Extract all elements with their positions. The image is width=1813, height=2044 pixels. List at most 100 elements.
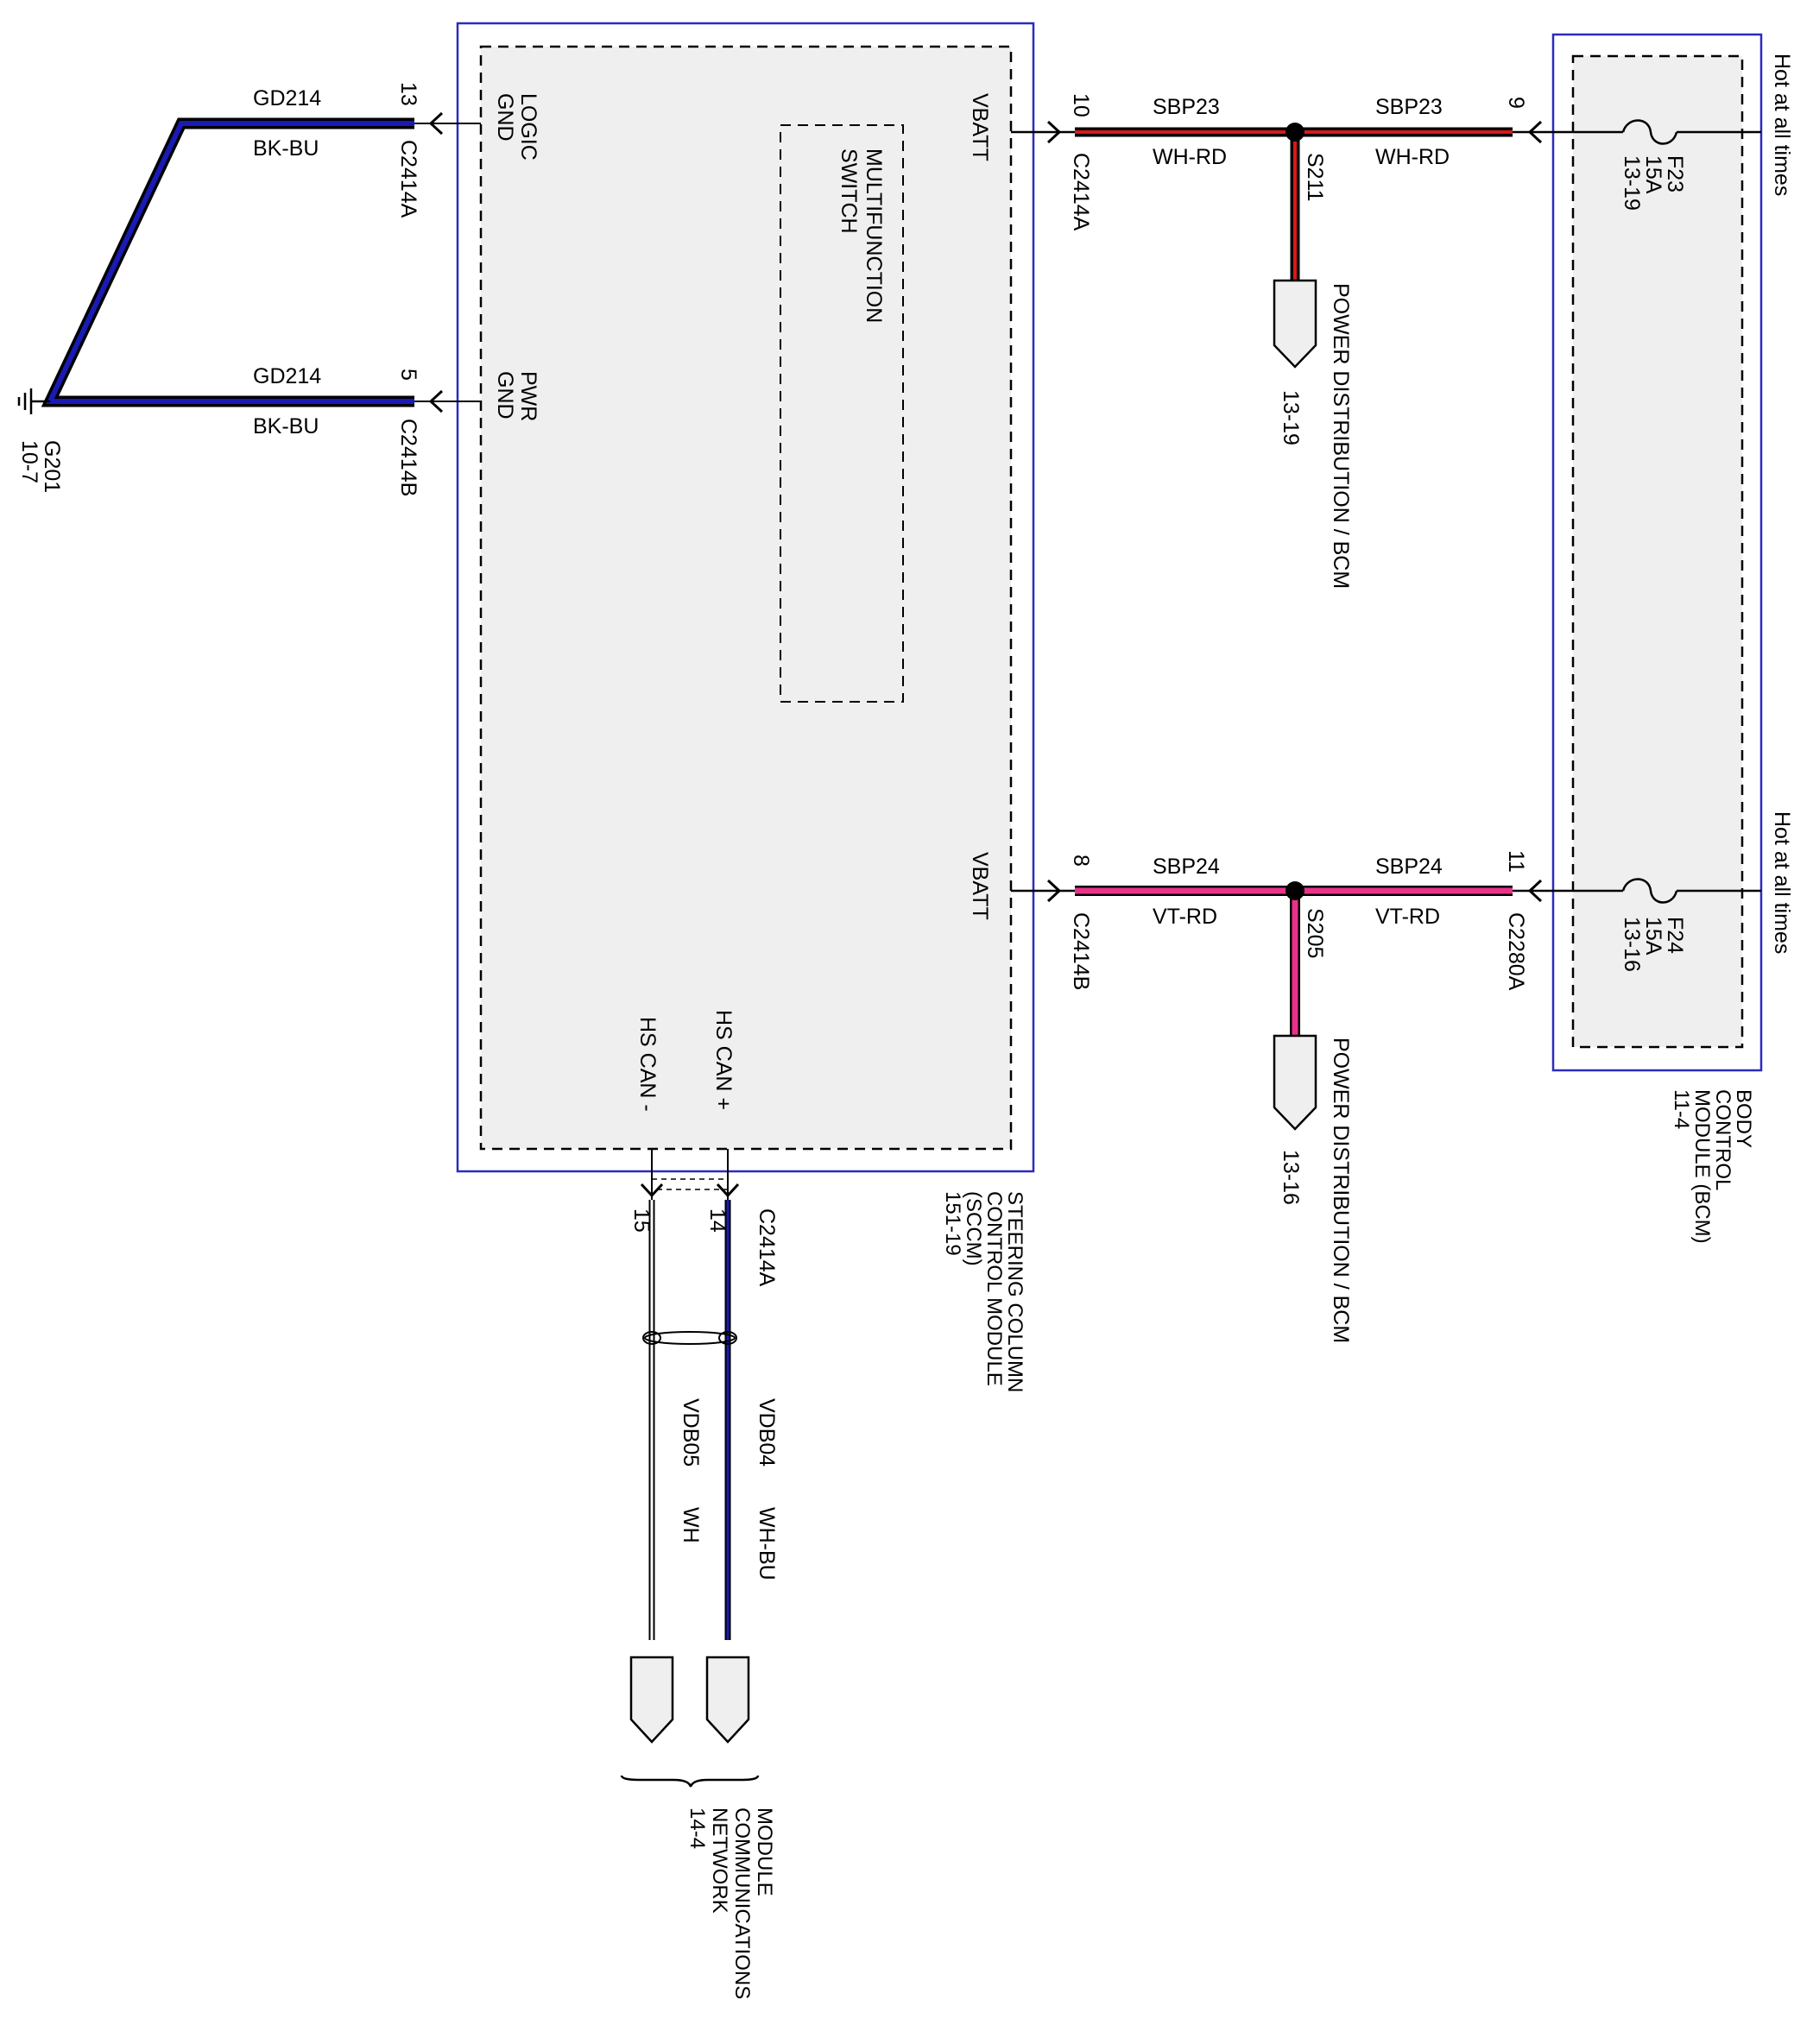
- ground-wire-gd214: [41, 117, 414, 407]
- ground-top-color: BK-BU: [253, 136, 319, 161]
- bcm-label-line-4: 11-4: [1670, 1089, 1693, 1129]
- connector-arrow-vbatt-top: [1046, 120, 1062, 144]
- pin-label-hs-can-plus: HS CAN +: [711, 1010, 736, 1110]
- can-plus-pin: 14: [705, 1208, 730, 1233]
- top-branch-ref: 13-19: [1279, 390, 1303, 445]
- connector-arrow-can-plus: [716, 1183, 740, 1198]
- ground-circuit: GD214 BK-BU GD214 BK-BU 13 C2414A 5 C241…: [17, 82, 481, 496]
- bcm-label: BODY CONTROL MODULE (BCM) 11-4: [1670, 1089, 1755, 1244]
- top-color-right: WH-RD: [1375, 145, 1450, 169]
- bottom-fuse-rating: 15A: [1641, 917, 1665, 956]
- sccm-label-line-4: 151-19: [941, 1191, 964, 1256]
- can-connector-label: C2414A: [755, 1208, 779, 1287]
- sccm-pin-labels: LOGIC GND PWR GND VBATT VBATT HS CAN + H…: [493, 93, 992, 1112]
- ground-bottom-connector: C2414B: [396, 419, 420, 496]
- fuse-f23-icon: [1621, 119, 1678, 145]
- multifunction-switch-box: [780, 124, 904, 703]
- ground-top-circuit: GD214: [253, 86, 321, 110]
- bottom-module-pin: 8: [1069, 855, 1093, 867]
- can-plus-circuit: VDB04: [755, 1398, 779, 1467]
- sccm-module: [456, 22, 1035, 1173]
- ground-top-connector: C2414A: [396, 140, 420, 218]
- can-minus-color: WH: [679, 1507, 703, 1543]
- top-bcm-pin: 9: [1504, 97, 1528, 109]
- top-fuse-ref: 13-19: [1620, 155, 1644, 211]
- can-target-line-4: 14-4: [685, 1807, 709, 1849]
- fuse-f24-icon: [1621, 878, 1678, 904]
- branch-arrow-bottom-icon: [1273, 1034, 1317, 1131]
- bottom-branch-target: POWER DISTRIBUTION / BCM: [1329, 1038, 1353, 1343]
- sccm-label-line-2: CONTROL MODULE: [982, 1191, 1006, 1386]
- bottom-module-connector: C2414B: [1069, 912, 1093, 990]
- bcm-module: [1551, 33, 1763, 1072]
- top-module-connector: C2414A: [1069, 153, 1093, 231]
- power-circuit-bottom: SBP24 VT-RD SBP24 VT-RD 8 C2414B S205 11…: [1011, 811, 1794, 1343]
- connector-arrow-bcm-bottom: [1527, 879, 1543, 903]
- ground-top-pin: 13: [396, 82, 420, 106]
- top-branch-target: POWER DISTRIBUTION / BCM: [1329, 283, 1353, 589]
- can-connector-box: [651, 1178, 729, 1190]
- pin-label-pwr-gnd: GND: [493, 371, 517, 420]
- splice-s205: [1286, 881, 1304, 900]
- pin-label-logic-gnd: GND: [493, 93, 517, 142]
- bottom-bcm-connector: C2280A: [1504, 912, 1528, 991]
- bcm-outer-frame: [1551, 33, 1763, 1072]
- top-fuse-name: F23: [1663, 155, 1687, 192]
- bcm-label-line-3: MODULE (BCM): [1690, 1089, 1714, 1244]
- pin-label-vbatt-bottom: VBATT: [968, 852, 992, 920]
- top-circuit-left: SBP23: [1153, 95, 1220, 119]
- twisted-pair-loop-right: [718, 1331, 737, 1345]
- top-fuse-rating: 15A: [1641, 155, 1665, 194]
- pin-label-hs-can-minus: HS CAN -: [635, 1017, 660, 1112]
- can-target-line-3: NETWORK: [708, 1807, 731, 1914]
- can-minus-circuit: VDB05: [679, 1398, 703, 1467]
- can-target-line-2: COMMUNICATIONS: [730, 1807, 754, 1999]
- can-target-line-1: MODULE: [753, 1807, 776, 1896]
- sccm-label: STEERING COLUMN CONTROL MODULE (SCCM) 15…: [941, 1191, 1027, 1392]
- bottom-hot-label: Hot at all times: [1770, 811, 1794, 954]
- bcm-label-line-1: BODY: [1732, 1089, 1755, 1148]
- bottom-fuse-name: F24: [1663, 917, 1687, 954]
- bottom-bcm-pin: 11: [1504, 850, 1528, 873]
- bottom-fuse-ref: 13-16: [1620, 917, 1644, 972]
- bcm-label-line-2: CONTROL: [1711, 1089, 1734, 1190]
- bottom-branch-ref: 13-16: [1279, 1150, 1303, 1205]
- twisted-pair-icon: [644, 1331, 736, 1345]
- can-minus-terminal-icon: [629, 1656, 674, 1744]
- ground-bottom-circuit: GD214: [253, 364, 321, 388]
- sccm-label-line-1: STEERING COLUMN: [1003, 1191, 1027, 1392]
- bcm-body: [1571, 54, 1744, 1049]
- can-brace-icon: [620, 1775, 760, 1788]
- multifunction-label-2: SWITCH: [837, 148, 861, 234]
- top-splice-label: S211: [1303, 153, 1327, 202]
- twisted-pair-loop-left: [642, 1331, 661, 1345]
- bottom-color-right: VT-RD: [1375, 905, 1440, 929]
- top-circuit-right: SBP23: [1375, 95, 1443, 119]
- top-hot-label: Hot at all times: [1770, 54, 1794, 196]
- ground-symbol-icon: [17, 388, 50, 414]
- top-color-left: WH-RD: [1153, 145, 1227, 169]
- bottom-splice-label: S205: [1303, 908, 1327, 958]
- sccm-label-line-3: (SCCM): [962, 1191, 985, 1266]
- pin-label-pwr: PWR: [516, 371, 540, 421]
- ground-name: G201: [40, 440, 64, 493]
- can-plus-terminal-icon: [705, 1656, 750, 1744]
- connector-arrow-vbatt-bottom: [1046, 879, 1062, 903]
- pin-label-logic: LOGIC: [516, 93, 540, 161]
- top-module-pin: 10: [1069, 93, 1093, 117]
- sccm-outer-frame: [456, 22, 1035, 1173]
- sccm-body: [479, 45, 1013, 1151]
- splice-s211: [1286, 123, 1304, 142]
- branch-arrow-top-icon: [1273, 279, 1317, 369]
- connector-arrow-logic-gnd: [428, 111, 444, 136]
- can-minus-pin: 15: [629, 1208, 654, 1233]
- can-bus: C2414A 14 15 VDB04 WH-BU VDB05 WH MODULE…: [620, 1149, 779, 1999]
- bottom-color-left: VT-RD: [1153, 905, 1217, 929]
- connector-arrow-bcm-top: [1527, 120, 1543, 144]
- ground-ref: 10-7: [17, 440, 41, 483]
- bottom-circuit-left: SBP24: [1153, 855, 1220, 879]
- bottom-circuit-right: SBP24: [1375, 855, 1443, 879]
- ground-bottom-pin: 5: [396, 369, 420, 381]
- connector-arrow-can-minus: [640, 1183, 664, 1198]
